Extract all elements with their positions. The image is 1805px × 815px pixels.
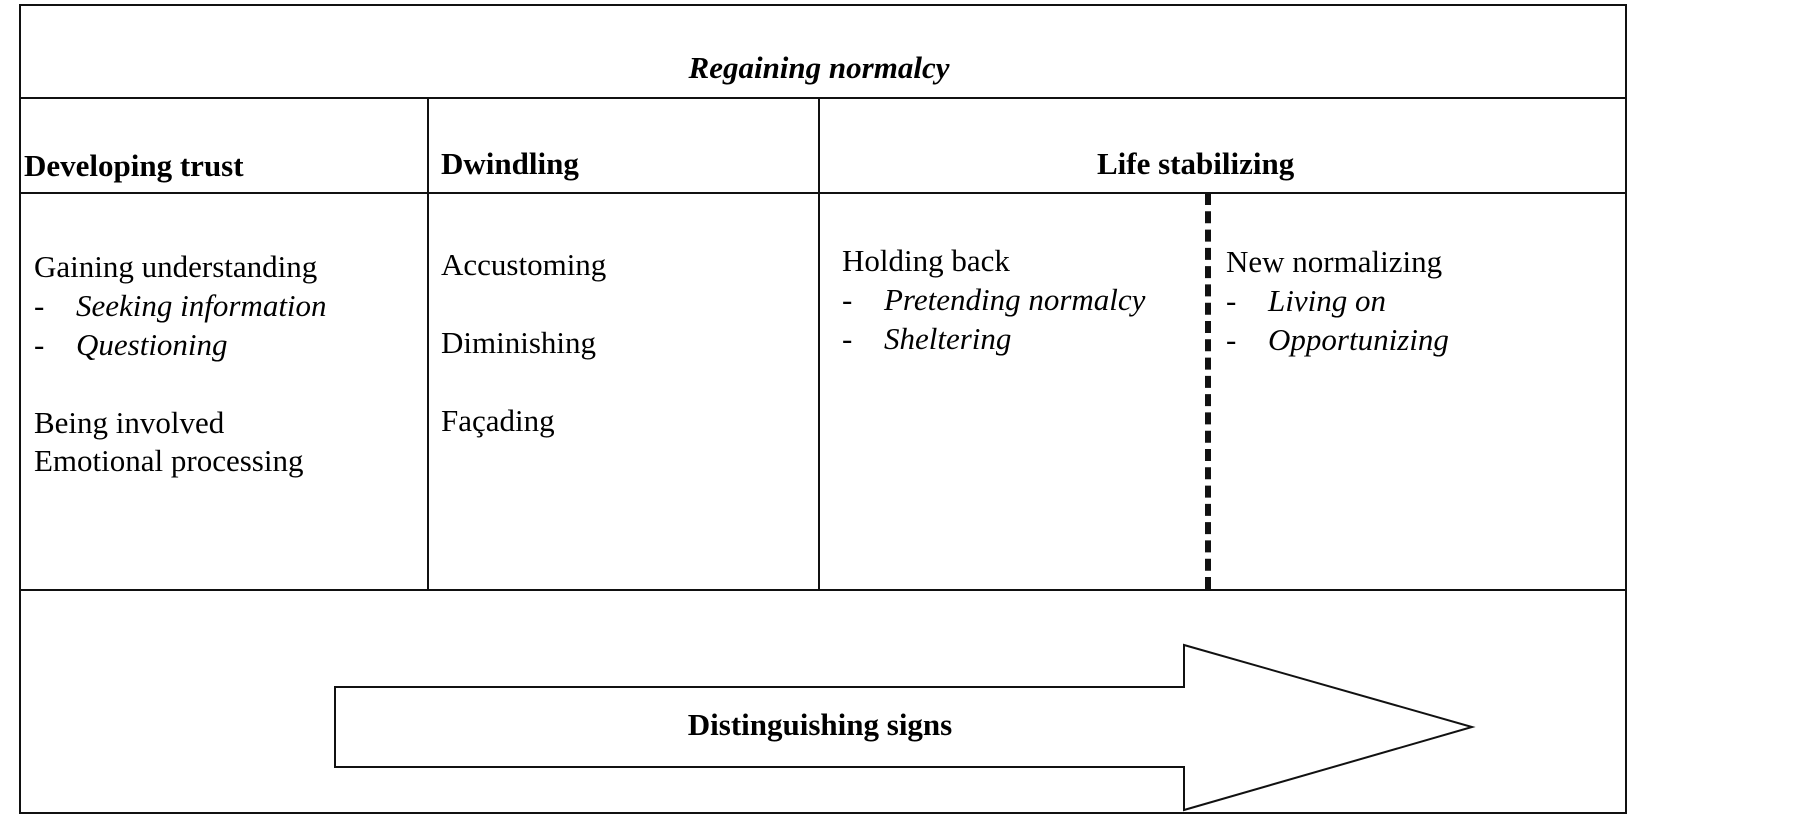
diagram-title: Regaining normalcy [19, 48, 1627, 88]
column-divider-2 [818, 97, 820, 590]
item-being-involved: Being involved [34, 405, 225, 440]
diagram-title-text: Regaining normalcy [688, 50, 950, 85]
subitem-text: Living on [1268, 283, 1386, 318]
item-new-normalizing: New normalizing [1226, 244, 1443, 279]
bullet-dash: - [1226, 322, 1237, 357]
subitem-text: Opportunizing [1268, 322, 1449, 357]
item-facading: Façading [441, 403, 555, 438]
diagram-frame [19, 4, 1627, 814]
content-row-divider [19, 589, 1627, 591]
item-emotional-processing: Emotional processing [34, 443, 304, 478]
subitem-pretending-normalcy: -Pretending normalcy [842, 281, 1145, 319]
subitem-text: Pretending normalcy [884, 282, 1146, 317]
subitem-questioning: -Questioning [34, 326, 228, 364]
item-gaining-understanding: Gaining understanding [34, 249, 318, 284]
arrow-label: Distinguishing signs [687, 707, 953, 742]
subitem-sheltering: -Sheltering [842, 320, 1011, 358]
heading-developing-trust: Developing trust [24, 148, 244, 183]
life-stabilizing-dashed-divider [1205, 193, 1211, 589]
column-divider-1 [427, 97, 429, 590]
heading-dwindling: Dwindling [441, 146, 579, 181]
bullet-dash: - [1226, 283, 1237, 318]
distinguishing-signs-arrow-icon [334, 643, 1476, 812]
title-row-divider [19, 97, 1627, 99]
subitem-seeking-information: -Seeking information [34, 287, 327, 325]
bullet-dash: - [34, 288, 45, 323]
subitem-text: Seeking information [76, 288, 327, 323]
heading-life-stabilizing: Life stabilizing [1097, 146, 1295, 181]
arrow-shape [334, 643, 1476, 812]
bullet-dash: - [842, 282, 853, 317]
subitem-text: Sheltering [884, 321, 1012, 356]
bullet-dash: - [34, 327, 45, 362]
subitem-opportunizing: -Opportunizing [1226, 321, 1449, 359]
subitem-text: Questioning [76, 327, 228, 362]
item-accustoming: Accustoming [441, 247, 607, 282]
item-diminishing: Diminishing [441, 325, 597, 360]
item-holding-back: Holding back [842, 243, 1010, 278]
subitem-living-on: -Living on [1226, 282, 1386, 320]
bullet-dash: - [842, 321, 853, 356]
heading-row-divider [19, 192, 1627, 194]
